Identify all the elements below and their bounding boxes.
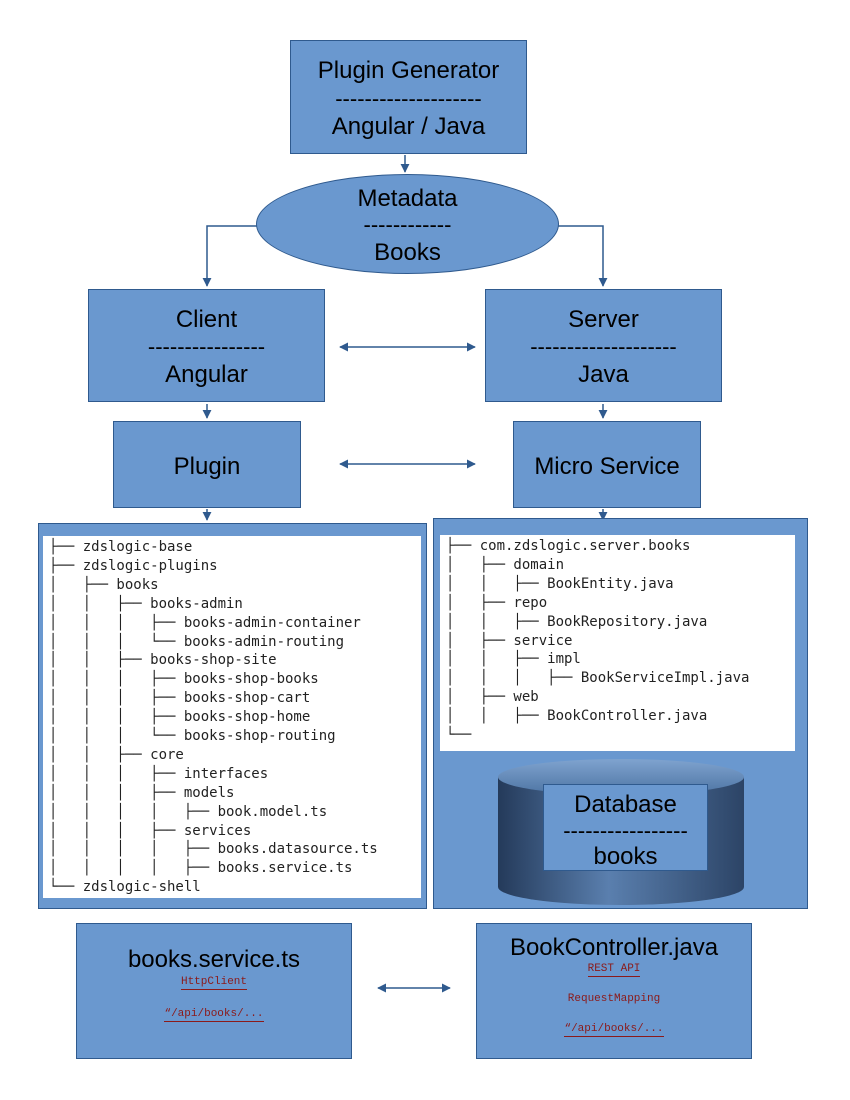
client-separator: ---------------- <box>147 334 266 359</box>
tree-line: │ │ ├── BookController.java <box>446 708 708 725</box>
service-ts-box: books.service.ts HttpClient “/api/books/… <box>76 923 352 1059</box>
server-box: Server -------------------- Java <box>485 289 722 402</box>
client-file-tree: ├── zdslogic-base ├── zdslogic-plugins │ ├… <box>43 536 421 898</box>
tree-line: ├── zdslogic-base <box>49 539 193 555</box>
metadata-ellipse: Metadata ------------ Books <box>256 174 559 274</box>
controller-box: BookController.java REST API RequestMapp… <box>476 923 752 1059</box>
tree-line: │ ├── domain <box>446 556 565 573</box>
tree-line: │ │ ├── books-admin <box>49 595 243 612</box>
server-subtitle: Java <box>578 361 629 388</box>
tree-line: ├── com.zdslogic.server.books <box>446 538 691 554</box>
client-subtitle: Angular <box>165 361 248 388</box>
plugin-title: Plugin <box>173 453 241 480</box>
database-separator: ----------------- <box>563 818 688 843</box>
client-title: Client <box>175 306 238 333</box>
tree-line: │ ├── service <box>446 632 573 649</box>
controller-line1-text: REST API <box>587 963 641 977</box>
tree-line: │ │ │ │ ├── books.service.ts <box>49 860 353 877</box>
database-label-box: Database ----------------- books <box>543 784 708 871</box>
tree-line: │ │ ├── books-shop-site <box>49 652 277 669</box>
controller-line1: REST API <box>477 963 751 977</box>
tree-line: │ ├── books <box>49 576 159 593</box>
arrow-metadata-to-client <box>202 225 262 287</box>
tree-line: │ │ │ ├── books-admin-container <box>49 614 361 631</box>
metadata-separator: ------------ <box>363 212 452 237</box>
controller-line3: “/api/books/... <box>477 1023 751 1037</box>
tree-line: │ │ ├── core <box>49 746 184 763</box>
tree-line: │ │ │ │ ├── books.datasource.ts <box>49 841 378 858</box>
controller-line2-text: RequestMapping <box>567 993 661 1005</box>
tree-line: │ ├── repo <box>446 594 548 611</box>
tree-line: └── <box>446 727 472 743</box>
server-file-tree: ├── com.zdslogic.server.books │ ├── domai… <box>440 535 795 751</box>
metadata-title: Metadata <box>357 185 458 212</box>
metadata-subtitle: Books <box>374 239 441 266</box>
service-ts-line1: HttpClient <box>77 976 351 990</box>
client-box: Client ---------------- Angular <box>88 289 325 402</box>
tree-line: │ ├── web <box>446 689 539 706</box>
server-separator: -------------------- <box>530 334 677 359</box>
plugin-generator-subtitle: Angular / Java <box>331 113 486 140</box>
server-tree-container: ├── com.zdslogic.server.books │ ├── domai… <box>433 518 808 909</box>
plugin-box: Plugin <box>113 421 301 508</box>
tree-line: │ │ │ ├── BookServiceImpl.java <box>446 670 750 687</box>
tree-line: │ │ ├── impl <box>446 651 581 668</box>
tree-line: │ │ │ └── books-shop-routing <box>49 728 336 744</box>
tree-line: │ │ │ ├── books-shop-home <box>49 709 311 726</box>
tree-line: │ │ │ ├── services <box>49 822 252 839</box>
server-title: Server <box>568 306 639 333</box>
arrow-metadata-to-server <box>552 225 608 287</box>
database-title: Database <box>574 791 677 818</box>
service-ts-line1-text: HttpClient <box>180 976 247 990</box>
client-tree-container: ├── zdslogic-base ├── zdslogic-plugins │ ├… <box>38 523 427 909</box>
tree-line: │ │ ├── BookEntity.java <box>446 575 674 592</box>
tree-line: │ │ │ ├── books-shop-books <box>49 671 319 688</box>
controller-title: BookController.java <box>509 934 719 961</box>
controller-line2: RequestMapping <box>477 993 751 1005</box>
database-subtitle: books <box>593 843 658 870</box>
controller-line3-text: “/api/books/... <box>564 1023 664 1037</box>
tree-line: └── zdslogic-shell <box>49 879 201 896</box>
tree-line: │ │ │ ├── books-shop-cart <box>49 690 311 707</box>
microservice-title: Micro Service <box>534 453 680 480</box>
tree-line: ├── zdslogic-plugins <box>49 557 218 574</box>
plugin-generator-box: Plugin Generator -------------------- An… <box>290 40 527 154</box>
service-ts-line2-text: “/api/books/... <box>164 1008 264 1022</box>
plugin-generator-title: Plugin Generator <box>317 57 500 84</box>
service-ts-title: books.service.ts <box>127 946 301 973</box>
tree-line: │ │ │ │ ├── book.model.ts <box>49 803 328 820</box>
tree-line: │ │ ├── BookRepository.java <box>446 613 708 630</box>
plugin-generator-separator: -------------------- <box>335 86 482 111</box>
service-ts-line2: “/api/books/... <box>77 1008 351 1022</box>
tree-line: │ │ │ ├── interfaces <box>49 765 269 782</box>
tree-line: │ │ │ ├── models <box>49 784 235 801</box>
microservice-box: Micro Service <box>513 421 701 508</box>
tree-line: │ │ │ └── books-admin-routing <box>49 633 345 650</box>
